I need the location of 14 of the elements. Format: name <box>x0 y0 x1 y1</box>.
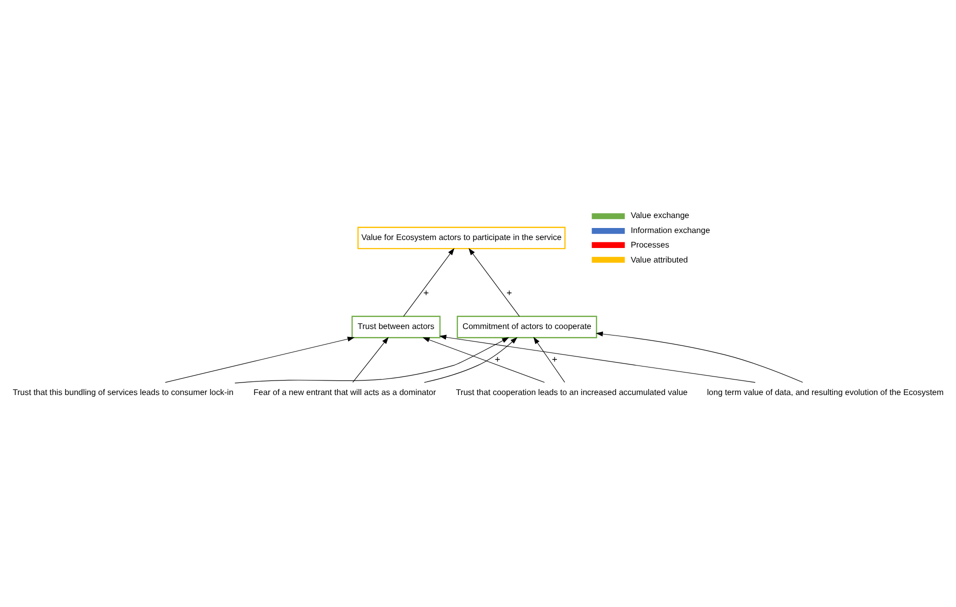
arrow <box>403 248 454 316</box>
arrow <box>164 336 355 382</box>
arrow <box>424 336 518 382</box>
edge-label: + <box>552 352 558 364</box>
arrow <box>422 336 545 382</box>
arrow <box>533 336 566 382</box>
arrow <box>234 336 510 383</box>
arrow <box>439 334 756 382</box>
arrow <box>468 248 520 316</box>
arrow <box>352 336 389 382</box>
edge-label: + <box>494 352 500 364</box>
arrow <box>596 331 803 382</box>
edge-label: + <box>423 286 429 298</box>
edge-label: + <box>506 286 512 298</box>
